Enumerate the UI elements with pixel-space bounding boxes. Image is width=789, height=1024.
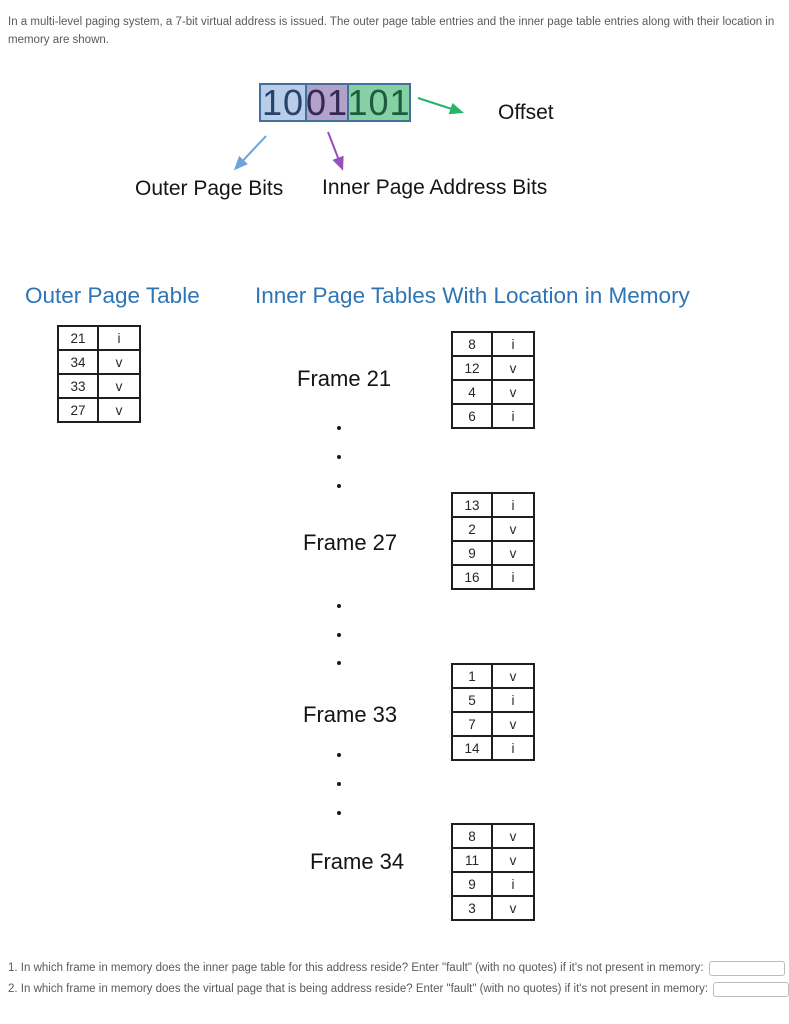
outer-page-table: 21 i 34 v 33 v 27 v	[57, 325, 141, 423]
intro-text: In a multi-level paging system, a 7-bit …	[8, 16, 775, 47]
outer-page-bits-label: Outer Page Bits	[135, 177, 284, 200]
table-cell: v	[97, 397, 141, 423]
frame-21-label: Frame 21	[297, 366, 392, 391]
table-cell: 6	[451, 403, 493, 429]
question-2-text: 2. In which frame in memory does the vir…	[8, 983, 709, 995]
table-row: 4 v	[451, 379, 535, 405]
table-cell: 1	[451, 663, 493, 689]
table-cell: 8	[451, 331, 493, 357]
frame-34-table: 8 v 11 v 9 i 3 v	[451, 823, 535, 921]
table-row: 11 v	[451, 847, 535, 873]
ellipsis-dot	[337, 661, 341, 665]
table-cell: 8	[451, 823, 493, 849]
table-cell: v	[97, 373, 141, 399]
inner-page-address-bits-segment: 01	[305, 81, 349, 123]
frame-34-label: Frame 34	[310, 849, 405, 874]
table-cell: 2	[451, 516, 493, 542]
table-cell: 34	[57, 349, 99, 375]
ellipsis-dot	[337, 633, 341, 637]
question-1-answer-input[interactable]	[708, 960, 785, 976]
table-cell: 12	[451, 355, 493, 381]
table-row: 8 v	[451, 823, 535, 849]
table-cell: v	[491, 847, 535, 873]
frame-27-table: 13 i 2 v 9 v 16 i	[451, 492, 535, 590]
table-row: 3 v	[451, 895, 535, 921]
table-row: 14 i	[451, 735, 535, 761]
table-row: 8 i	[451, 331, 535, 357]
table-cell: v	[97, 349, 141, 375]
table-cell: v	[491, 540, 535, 566]
table-cell: v	[491, 516, 535, 542]
table-cell: 21	[57, 325, 99, 351]
question-2: 2. In which frame in memory does the vir…	[8, 980, 789, 998]
ellipsis-dot	[337, 484, 341, 488]
table-cell: i	[491, 871, 535, 897]
table-cell: 7	[451, 711, 493, 737]
table-cell: 13	[451, 492, 493, 518]
table-cell: i	[491, 735, 535, 761]
table-cell: v	[491, 663, 535, 689]
table-row: 16 i	[451, 564, 535, 590]
table-row: 33 v	[57, 373, 141, 399]
inner-page-address-bits-label: Inner Page Address Bits	[322, 176, 548, 199]
question-1: 1. In which frame in memory does the inn…	[8, 959, 785, 977]
frame-33-table: 1 v 5 i 7 v 14 i	[451, 663, 535, 761]
table-row: 2 v	[451, 516, 535, 542]
offset-arrow-icon	[417, 97, 464, 115]
table-row: 27 v	[57, 397, 141, 423]
table-cell: i	[491, 687, 535, 713]
table-cell: 11	[451, 847, 493, 873]
ellipsis-dot	[337, 455, 341, 459]
ellipsis-dot	[337, 753, 341, 757]
table-row: 34 v	[57, 349, 141, 375]
table-row: 5 i	[451, 687, 535, 713]
table-cell: v	[491, 379, 535, 405]
outer-page-bits-segment: 10	[259, 83, 307, 122]
inner-page-bits-arrow-icon	[327, 131, 344, 171]
table-cell: v	[491, 823, 535, 849]
table-cell: 14	[451, 735, 493, 761]
offset-bits-segment: 101	[347, 81, 411, 123]
inner-page-tables-heading: Inner Page Tables With Location in Memor…	[255, 283, 690, 308]
outer-page-bits-arrow-icon	[233, 135, 267, 171]
table-cell: i	[97, 325, 141, 351]
table-cell: v	[491, 711, 535, 737]
table-cell: i	[491, 564, 535, 590]
frame-21-table: 8 i 12 v 4 v 6 i	[451, 331, 535, 429]
table-row: 1 v	[451, 663, 535, 689]
table-cell: i	[491, 403, 535, 429]
table-row: 9 i	[451, 871, 535, 897]
table-cell: 27	[57, 397, 99, 423]
table-cell: 16	[451, 564, 493, 590]
frame-27-label: Frame 27	[303, 530, 398, 555]
question-2-answer-input[interactable]	[713, 981, 789, 997]
table-row: 9 v	[451, 540, 535, 566]
ellipsis-dot	[337, 604, 341, 608]
table-cell: i	[491, 331, 535, 357]
table-row: 13 i	[451, 492, 535, 518]
table-row: 21 i	[57, 325, 141, 351]
table-cell: v	[491, 355, 535, 381]
table-cell: i	[491, 492, 535, 518]
table-cell: 9	[451, 540, 493, 566]
table-row: 7 v	[451, 711, 535, 737]
ellipsis-dot	[337, 811, 341, 815]
table-cell: 33	[57, 373, 99, 399]
table-row: 12 v	[451, 355, 535, 381]
ellipsis-dot	[337, 426, 341, 430]
table-cell: 9	[451, 871, 493, 897]
virtual-address-box: 10 01 101	[259, 83, 411, 122]
question-1-text: 1. In which frame in memory does the inn…	[8, 962, 704, 974]
offset-label: Offset	[498, 101, 554, 124]
table-cell: 4	[451, 379, 493, 405]
table-cell: 5	[451, 687, 493, 713]
outer-page-table-heading: Outer Page Table	[25, 283, 200, 308]
table-cell: 3	[451, 895, 493, 921]
ellipsis-dot	[337, 782, 341, 786]
frame-33-label: Frame 33	[303, 702, 398, 727]
table-row: 6 i	[451, 403, 535, 429]
table-cell: v	[491, 895, 535, 921]
